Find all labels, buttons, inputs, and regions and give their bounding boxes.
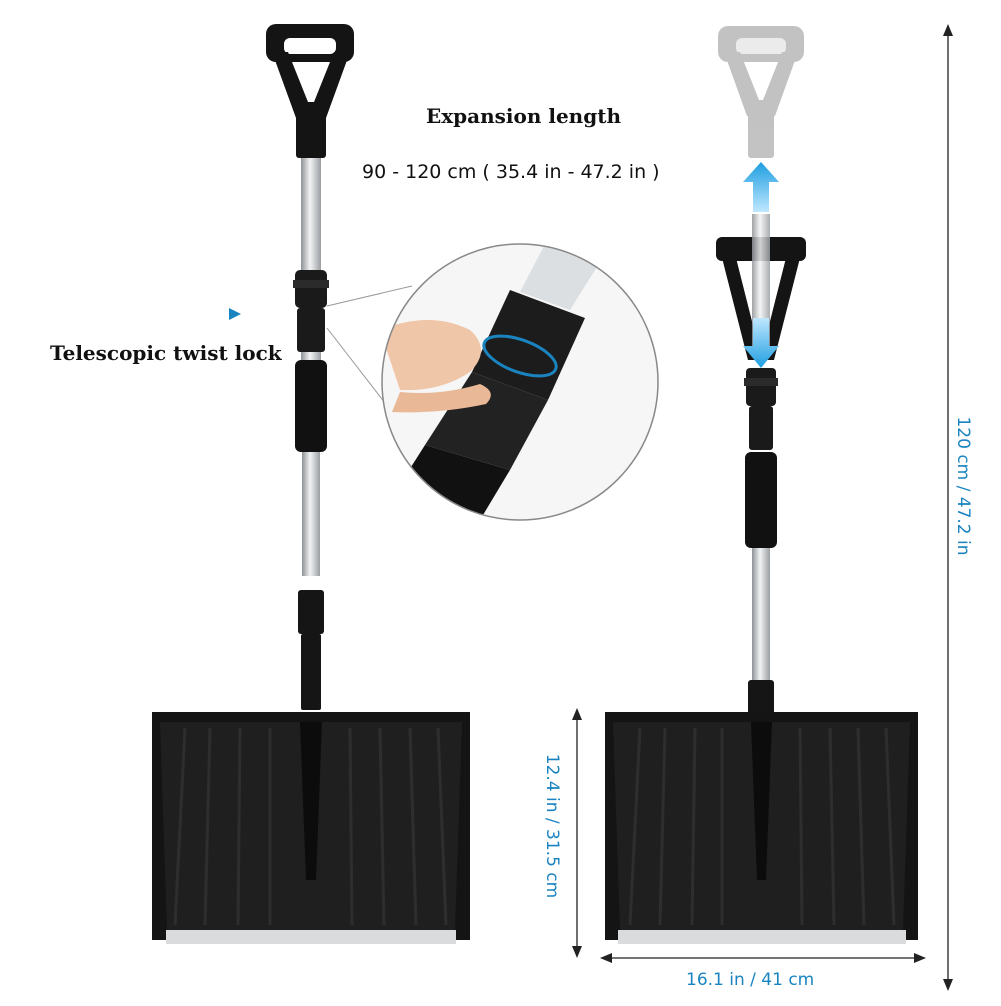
right-twist-lock: [746, 368, 776, 406]
rotate-arrow-icon: [482, 334, 558, 378]
blade-width-dimension: 16.1 in / 41 cm: [686, 970, 815, 990]
blade-height-dimension: 12.4 in / 31.5 cm: [542, 753, 562, 899]
left-lower-shaft: [302, 452, 320, 576]
down-arrow-icon: [743, 318, 779, 368]
ghost-handle: [718, 26, 804, 158]
left-upper-shaft: [301, 158, 321, 276]
height-dimension: 120 cm / 47.2 in: [953, 416, 973, 556]
right-shovel: [605, 26, 918, 944]
left-shovel: [152, 24, 470, 944]
twist-lock-label: Telescopic twist lock: [50, 341, 282, 365]
triangle-pointer-icon: [229, 308, 241, 320]
double-arrow-icon: [743, 162, 779, 212]
left-foam-grip: [295, 360, 327, 452]
zoom-inset: [326, 243, 659, 521]
right-foam-grip: [745, 452, 777, 548]
right-blade: [605, 712, 918, 944]
dimension-lines: [572, 24, 953, 991]
left-blade: [152, 712, 470, 944]
expansion-title: Expansion length: [426, 104, 621, 128]
left-d-handle: [266, 24, 354, 158]
left-twist-lock: [293, 270, 329, 352]
expansion-range: 90 - 120 cm ( 35.4 in - 47.2 in ): [362, 161, 660, 183]
